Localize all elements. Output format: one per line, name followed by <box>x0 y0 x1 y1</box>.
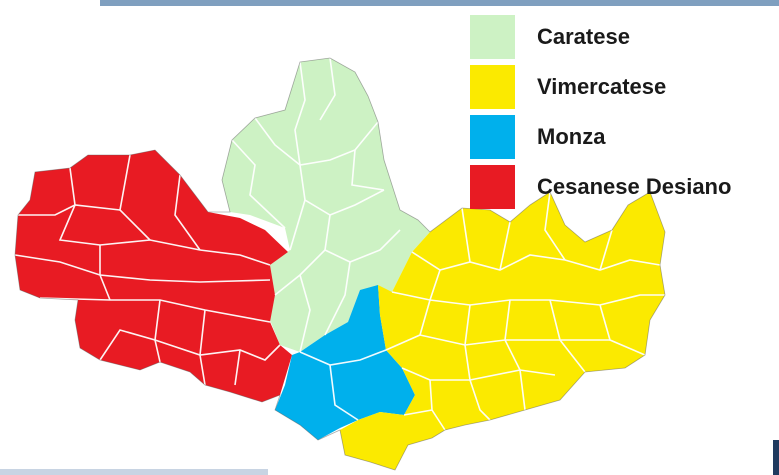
legend-item-monza: Monza <box>470 112 731 162</box>
legend-label: Caratese <box>537 24 630 49</box>
municipal-boundaries <box>14 57 665 431</box>
legend-swatch <box>470 15 515 59</box>
legend-label: Cesanese Desiano <box>537 174 732 199</box>
legend-swatch <box>470 65 515 109</box>
legend-item-caratese: Caratese <box>470 12 731 62</box>
region-outlines <box>14 57 666 471</box>
right-edge-bar <box>773 440 779 475</box>
legend-item-vimercatese: Vimercatese <box>470 62 731 112</box>
legend-label: Monza <box>537 124 606 149</box>
bottom-decorative-bar <box>0 469 268 475</box>
top-decorative-bar <box>100 0 779 6</box>
region-cesanese-desiano <box>15 150 292 402</box>
legend-label: Vimercatese <box>537 74 667 99</box>
legend-swatch <box>470 115 515 159</box>
map-legend: Caratese Vimercatese Monza Cesanese Desi… <box>470 12 731 212</box>
legend-swatch <box>470 165 515 209</box>
legend-item-cesanese-desiano: Cesanese Desiano <box>470 162 731 212</box>
region-caratese <box>222 58 430 352</box>
region-vimercatese <box>340 192 665 470</box>
